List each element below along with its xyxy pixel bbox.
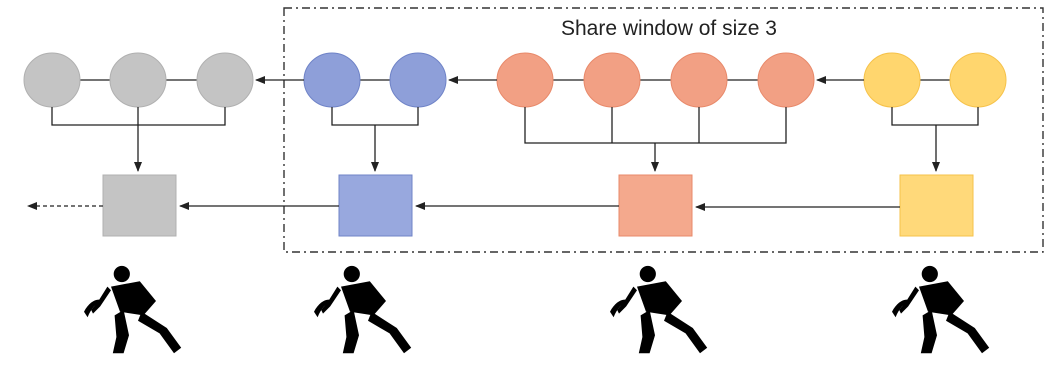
miner-icon [314, 265, 412, 354]
miner-icon [84, 265, 182, 354]
yellow-group [863, 52, 1007, 237]
gray-group [23, 52, 254, 237]
blue-circle-2 [389, 52, 447, 108]
orange-circle-3 [670, 52, 728, 108]
share-window-frame [283, 7, 1044, 253]
gray-circle-3 [196, 52, 254, 108]
blue-block [338, 174, 413, 237]
yellow-circle-2 [949, 52, 1007, 108]
orange-circle-2 [583, 52, 641, 108]
orange-circle-4 [757, 52, 815, 108]
miner-icon [610, 265, 708, 354]
blue-circle-1 [303, 52, 361, 108]
yellow-block [899, 174, 974, 237]
blue-group [303, 52, 447, 237]
miner-icon [892, 265, 990, 354]
orange-circle-1 [496, 52, 554, 108]
gray-circle-2 [109, 52, 167, 108]
gray-circle-1 [23, 52, 81, 108]
share-window-label: Share window of size 3 [561, 17, 777, 40]
orange-block [618, 174, 693, 237]
yellow-circle-1 [863, 52, 921, 108]
gray-block [102, 174, 177, 237]
orange-group [496, 52, 815, 237]
